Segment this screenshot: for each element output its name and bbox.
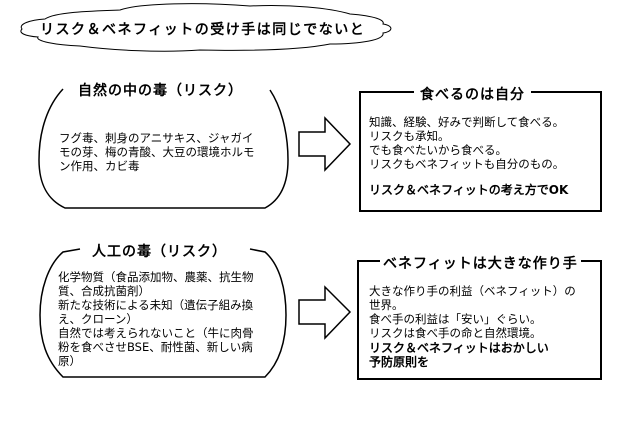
- conclusion-line: 予防原則を: [369, 355, 430, 369]
- text-line: 知識、経験、好みで判断して食べる。: [369, 115, 565, 129]
- list-line: 新たな技術による未知（遺伝子組み換: [58, 298, 254, 312]
- cloud-banner-shape: [20, 3, 392, 52]
- list-line: ン作用、カビ毒: [59, 159, 140, 173]
- list-line: 粉を食べさせBSE、耐性菌、新しい病: [58, 340, 253, 354]
- right-arrow-icon: [298, 116, 352, 172]
- artificial-poison-bracket: [39, 248, 287, 378]
- eat-yourself-conclusion: リスク＆ベネフィットの考え方でOK: [369, 183, 569, 197]
- list-line: 質、合成抗菌剤）: [58, 284, 150, 298]
- eat-yourself-title: 食べるのは自分: [414, 84, 531, 104]
- text-line: 世界。: [369, 298, 404, 312]
- text-line: リスクもベネフィットも自分のもの。: [369, 157, 565, 171]
- conclusion-line: リスク＆ベネフィットはおかしい: [369, 341, 549, 355]
- artificial-poison-list: 化学物質（食品添加物、農薬、抗生物 質、合成抗菌剤） 新たな技術による未知（遺伝…: [58, 270, 288, 368]
- benefit-maker-title: ベネフィットは大きな作り手: [380, 253, 581, 273]
- benefit-maker-conclusion: リスク＆ベネフィットはおかしい 予防原則を: [369, 341, 549, 369]
- text-line: リスクは食べ手の命と自然環境。: [369, 326, 542, 340]
- benefit-maker-text: 大きな作り手の利益（ベネフィット）の 世界。 食べ手の利益は「安い」ぐらい。 リ…: [369, 284, 599, 340]
- list-line: 原）: [58, 354, 81, 368]
- natural-poison-title: 自然の中の毒（リスク）: [72, 80, 249, 100]
- list-line: 化学物質（食品添加物、農薬、抗生物: [58, 270, 254, 284]
- list-line: モの芽、梅の青酸、大豆の環境ホルモ: [59, 145, 255, 159]
- text-line: 大きな作り手の利益（ベネフィット）の: [369, 284, 576, 298]
- text-line: でも食べたいから食べる。: [369, 143, 507, 157]
- text-line: リスクも承知。: [369, 129, 450, 143]
- list-line: フグ毒、刺身のアニサキス、ジャガイ: [59, 131, 254, 145]
- text-line: 食べ手の利益は「安い」ぐらい。: [369, 312, 542, 326]
- natural-poison-bracket-left: [38, 88, 289, 209]
- banner-title: リスク＆ベネフィットの受け手は同じでないと: [40, 22, 366, 38]
- eat-yourself-text: 知識、経験、好みで判断して食べる。 リスクも承知。 でも食べたいから食べる。 リ…: [369, 115, 599, 171]
- natural-poison-list: フグ毒、刺身のアニサキス、ジャガイ モの芽、梅の青酸、大豆の環境ホルモ ン作用、…: [59, 131, 289, 173]
- right-arrow-icon: [298, 285, 352, 340]
- list-line: え、クローン）: [58, 312, 138, 326]
- artificial-poison-title: 人工の毒（リスク）: [86, 241, 233, 261]
- list-line: 自然では考えられないこと（牛に肉骨: [58, 326, 254, 340]
